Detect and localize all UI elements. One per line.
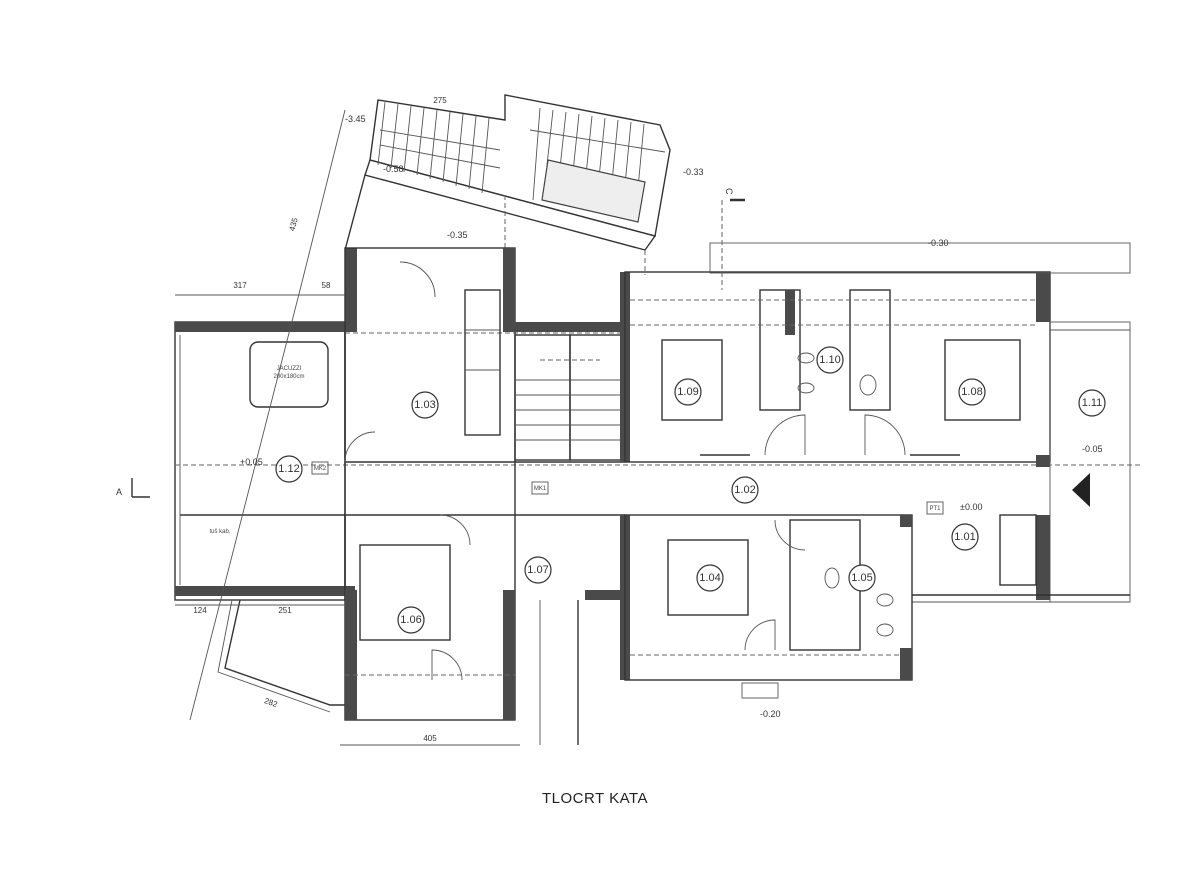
svg-text:1.02: 1.02	[734, 484, 755, 496]
staircase	[514, 272, 630, 745]
svg-text:MK2: MK2	[314, 466, 327, 472]
svg-text:tuš kab.: tuš kab.	[209, 529, 230, 535]
svg-text:-0.35: -0.35	[447, 230, 468, 240]
svg-text:1.08: 1.08	[961, 386, 982, 398]
svg-text:JACUZZI: JACUZZI	[277, 366, 302, 372]
drawing-title: TLOCRT KATA	[542, 790, 648, 807]
svg-text:200x180cm: 200x180cm	[273, 374, 304, 380]
svg-text:+0.05: +0.05	[240, 457, 263, 467]
svg-text:-0.58: -0.58	[383, 164, 404, 174]
stair-treads	[377, 101, 666, 201]
svg-text:-0.30: -0.30	[928, 238, 949, 248]
svg-text:405: 405	[423, 734, 437, 743]
room-1-11: 1.11	[1078, 389, 1106, 417]
svg-text:-0.20: -0.20	[760, 709, 781, 719]
room-1-01: 1.01	[951, 523, 979, 551]
room-1-12: 1.12	[275, 455, 303, 483]
room-1-05: 1.05	[848, 564, 876, 592]
svg-text:251: 251	[278, 606, 292, 615]
dimensions: 275 317 58 435 124 251 282 405	[193, 96, 447, 743]
svg-text:1.06: 1.06	[400, 614, 421, 626]
svg-text:C: C	[724, 188, 734, 195]
room-1-06: 1.06	[397, 606, 425, 634]
svg-text:275: 275	[433, 96, 447, 105]
room-1-08: 1.08	[958, 378, 986, 406]
right-terrace	[912, 321, 1131, 603]
central-block	[344, 247, 625, 721]
svg-text:1.11: 1.11	[1082, 397, 1103, 409]
room-1-07: 1.07	[524, 556, 552, 584]
svg-text:-0.33: -0.33	[683, 167, 704, 177]
svg-text:1.04: 1.04	[699, 572, 720, 584]
svg-text:1.07: 1.07	[527, 564, 548, 576]
svg-text:1.05: 1.05	[851, 572, 872, 584]
svg-text:282: 282	[263, 696, 279, 709]
svg-text:435: 435	[288, 216, 300, 232]
svg-text:±0.00: ±0.00	[960, 502, 982, 512]
left-wing	[174, 248, 1140, 721]
room-1-03: 1.03	[411, 391, 439, 419]
svg-text:317: 317	[233, 281, 247, 290]
room-1-04: 1.04	[696, 564, 724, 592]
jacuzzi	[249, 341, 329, 408]
svg-text:-0.05: -0.05	[1082, 444, 1103, 454]
right-top-rooms	[624, 242, 1131, 467]
bottom-left-terrace	[175, 294, 520, 746]
planter	[541, 159, 646, 223]
svg-text:-3.45: -3.45	[345, 114, 366, 124]
room-1-09: 1.09	[674, 378, 702, 406]
svg-text:1.10: 1.10	[819, 354, 840, 366]
svg-text:1.03: 1.03	[414, 399, 435, 411]
section-markers: A C	[116, 188, 745, 498]
svg-text:1.12: 1.12	[278, 463, 299, 475]
room-1-10: 1.10	[816, 346, 844, 374]
top-terrace	[299, 94, 671, 291]
fixture-labels: JACUZZI 200x180cm tuš kab. MK1 MK2 PT1	[209, 366, 944, 535]
room-tags: 1.01 1.02 1.03 1.04 1.05 1.06 1.07 1.08 …	[275, 346, 1106, 634]
svg-text:PT1: PT1	[929, 506, 941, 512]
svg-text:A: A	[116, 487, 122, 497]
right-bottom-rooms	[624, 514, 913, 699]
level-marks: -3.45 -0.33 -0.35 -0.30 -0.05 ±0.00 -0.2…	[240, 114, 1103, 719]
svg-text:MK1: MK1	[534, 486, 547, 492]
svg-text:1.09: 1.09	[677, 386, 698, 398]
svg-text:1.01: 1.01	[954, 531, 975, 543]
room-1-02: 1.02	[731, 476, 759, 504]
svg-text:124: 124	[193, 606, 207, 615]
svg-text:58: 58	[322, 281, 331, 290]
